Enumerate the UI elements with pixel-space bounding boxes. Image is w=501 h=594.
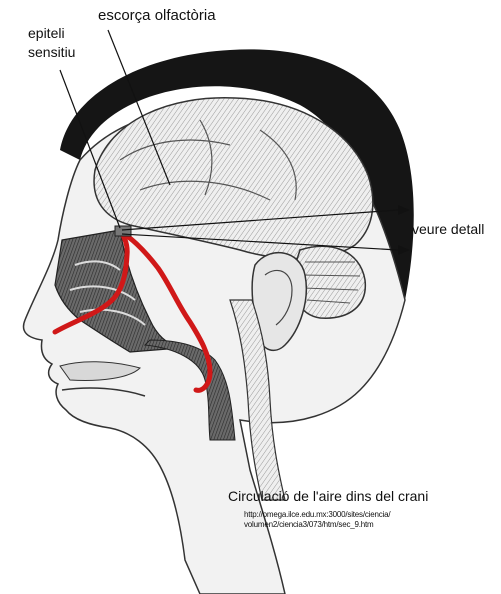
label-epithelium-line2: sensitiu [28, 44, 75, 60]
label-epithelium-line1: epiteli [28, 25, 65, 41]
label-olfactory-cortex: escorça olfactòria [98, 7, 216, 24]
source-url-line2: volumen2/ciencia3/073/htm/sec_9.htm [244, 520, 374, 529]
source-url-line1: http://omega.ilce.edu.mx:3000/sites/cien… [244, 510, 390, 519]
figure-caption: Circulació de l'aire dins del crani [228, 488, 428, 504]
see-detail-link[interactable]: veure detall [412, 221, 484, 237]
